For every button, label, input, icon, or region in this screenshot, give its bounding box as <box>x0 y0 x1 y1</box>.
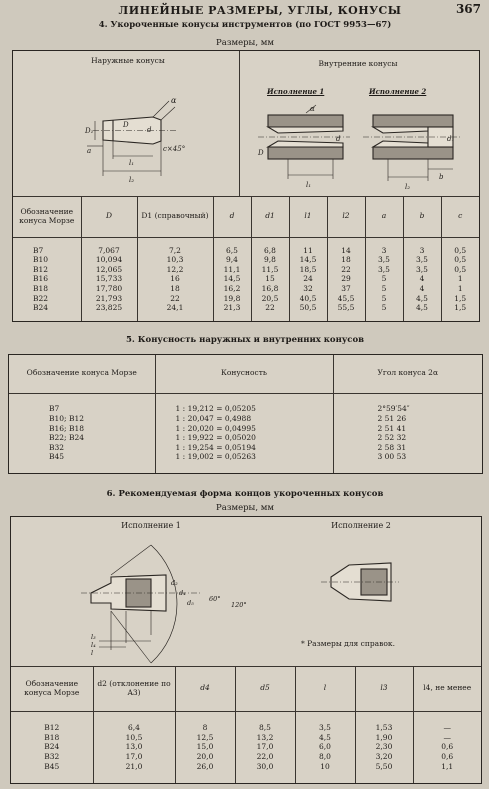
svg-text:D₁: D₁ <box>84 127 94 135</box>
svg-text:l₂: l₂ <box>405 183 410 191</box>
outer-cone-drawing: α D₁ D d a l₁ l₂ c×45° <box>84 96 185 184</box>
svg-text:d₂: d₂ <box>171 579 178 587</box>
svg-text:l₃: l₃ <box>91 633 96 641</box>
t6-h-d2: d2 (отклонение по A3) <box>92 667 175 712</box>
exec1-label: Исполнение 1 <box>267 87 325 96</box>
t6-h-d4: d4 <box>174 667 235 712</box>
table4-data: Обозначение конуса Морзе D D1 (справочны… <box>13 197 479 321</box>
table4-frame: Наружные конусы Внутренние конусы Исполн… <box>12 50 480 322</box>
table4-units: Размеры, мм <box>216 38 274 48</box>
svg-text:D: D <box>122 121 129 129</box>
t4-h-d1: d1 <box>250 197 289 238</box>
t6-exec1-label: Исполнение 1 <box>121 521 181 530</box>
table6-data: Обозначение конуса Морзе d2 (отклонение … <box>11 667 481 783</box>
svg-text:l: l <box>91 649 93 657</box>
inner-cone-exec1-drawing: α D d l₁ <box>257 104 350 189</box>
t6-footnote: * Размеры для справок. <box>301 639 395 648</box>
table4-caption: 4. Укороченные конусы инструментов (по Г… <box>98 20 392 30</box>
svg-text:α: α <box>310 105 315 113</box>
outer-cones-label: Наружные конусы <box>91 56 165 65</box>
t6-h-l3: l3 <box>354 667 413 712</box>
table5-caption: 5. Конусность наружных и внутренних кону… <box>125 335 365 345</box>
t4-h-l2: l2 <box>326 197 365 238</box>
t4-h-D: D <box>80 197 137 238</box>
t4-h-l1: l1 <box>288 197 327 238</box>
t6-exec2-drawing <box>321 562 399 602</box>
svg-text:d₅: d₅ <box>187 599 194 607</box>
running-header-title: ЛИНЕЙНЫЕ РАЗМЕРЫ, УГЛЫ, КОНУСЫ <box>118 4 402 17</box>
table6-caption: 6. Рекомендуемая форма концов укороченны… <box>106 489 384 499</box>
inner-cone-exec2-drawing: d₁ l₂ b <box>363 114 461 191</box>
svg-text:d₁: d₁ <box>447 135 454 143</box>
t4-h-designation: Обозначение конуса Морзе <box>13 197 81 238</box>
t6-h-designation: Обозначение конуса Морзе <box>11 667 93 712</box>
t6-h-l: l <box>294 667 355 712</box>
svg-text:a: a <box>87 147 91 155</box>
svg-text:α: α <box>171 96 177 105</box>
table6-units: Размеры, мм <box>216 503 274 513</box>
table6-frame: Исполнение 1 Исполнение 2 d₂ <box>10 516 482 784</box>
t5-h-angle: Угол конуса 2α <box>332 355 482 394</box>
svg-text:d₄: d₄ <box>179 589 186 597</box>
t4-h-c: c <box>440 197 479 238</box>
table4-drawing-area: Наружные конусы Внутренние конусы Исполн… <box>13 51 479 197</box>
exec2-label: Исполнение 2 <box>369 87 427 96</box>
t4-h-b: b <box>402 197 441 238</box>
t5-h-designation: Обозначение конуса Морзе <box>9 355 155 394</box>
t4-h-D1: D1 (справочный) <box>136 197 213 238</box>
t6-exec1-drawing: d₂ d₄ d₅ 60° 120° l₃ l₄ l <box>81 544 247 664</box>
page-number: 367 <box>455 2 481 16</box>
svg-text:d: d <box>147 126 152 134</box>
t6-h-l4: l4, не менее <box>412 667 481 712</box>
drawing-divider <box>239 51 240 197</box>
table6-drawing-area: Исполнение 1 Исполнение 2 d₂ <box>11 517 481 667</box>
svg-text:d: d <box>336 135 341 143</box>
t6-h-d5: d5 <box>234 667 295 712</box>
svg-text:l₄: l₄ <box>91 641 96 649</box>
t6-exec2-label: Исполнение 2 <box>331 521 391 530</box>
svg-text:l₁: l₁ <box>129 159 134 167</box>
svg-text:b: b <box>439 173 444 181</box>
table5-frame: Обозначение конуса Морзе Конусность Угол… <box>8 354 483 474</box>
svg-text:120°: 120° <box>231 601 247 609</box>
t5-h-taper: Конусность <box>154 355 333 394</box>
svg-text:c×45°: c×45° <box>163 145 185 153</box>
inner-cones-label: Внутренние конусы <box>318 59 398 68</box>
svg-text:D: D <box>257 149 264 157</box>
t4-h-d: d <box>212 197 251 238</box>
svg-text:l₂: l₂ <box>129 176 134 184</box>
svg-text:l₁: l₁ <box>306 181 311 189</box>
t4-h-a: a <box>364 197 403 238</box>
svg-text:60°: 60° <box>209 595 221 603</box>
